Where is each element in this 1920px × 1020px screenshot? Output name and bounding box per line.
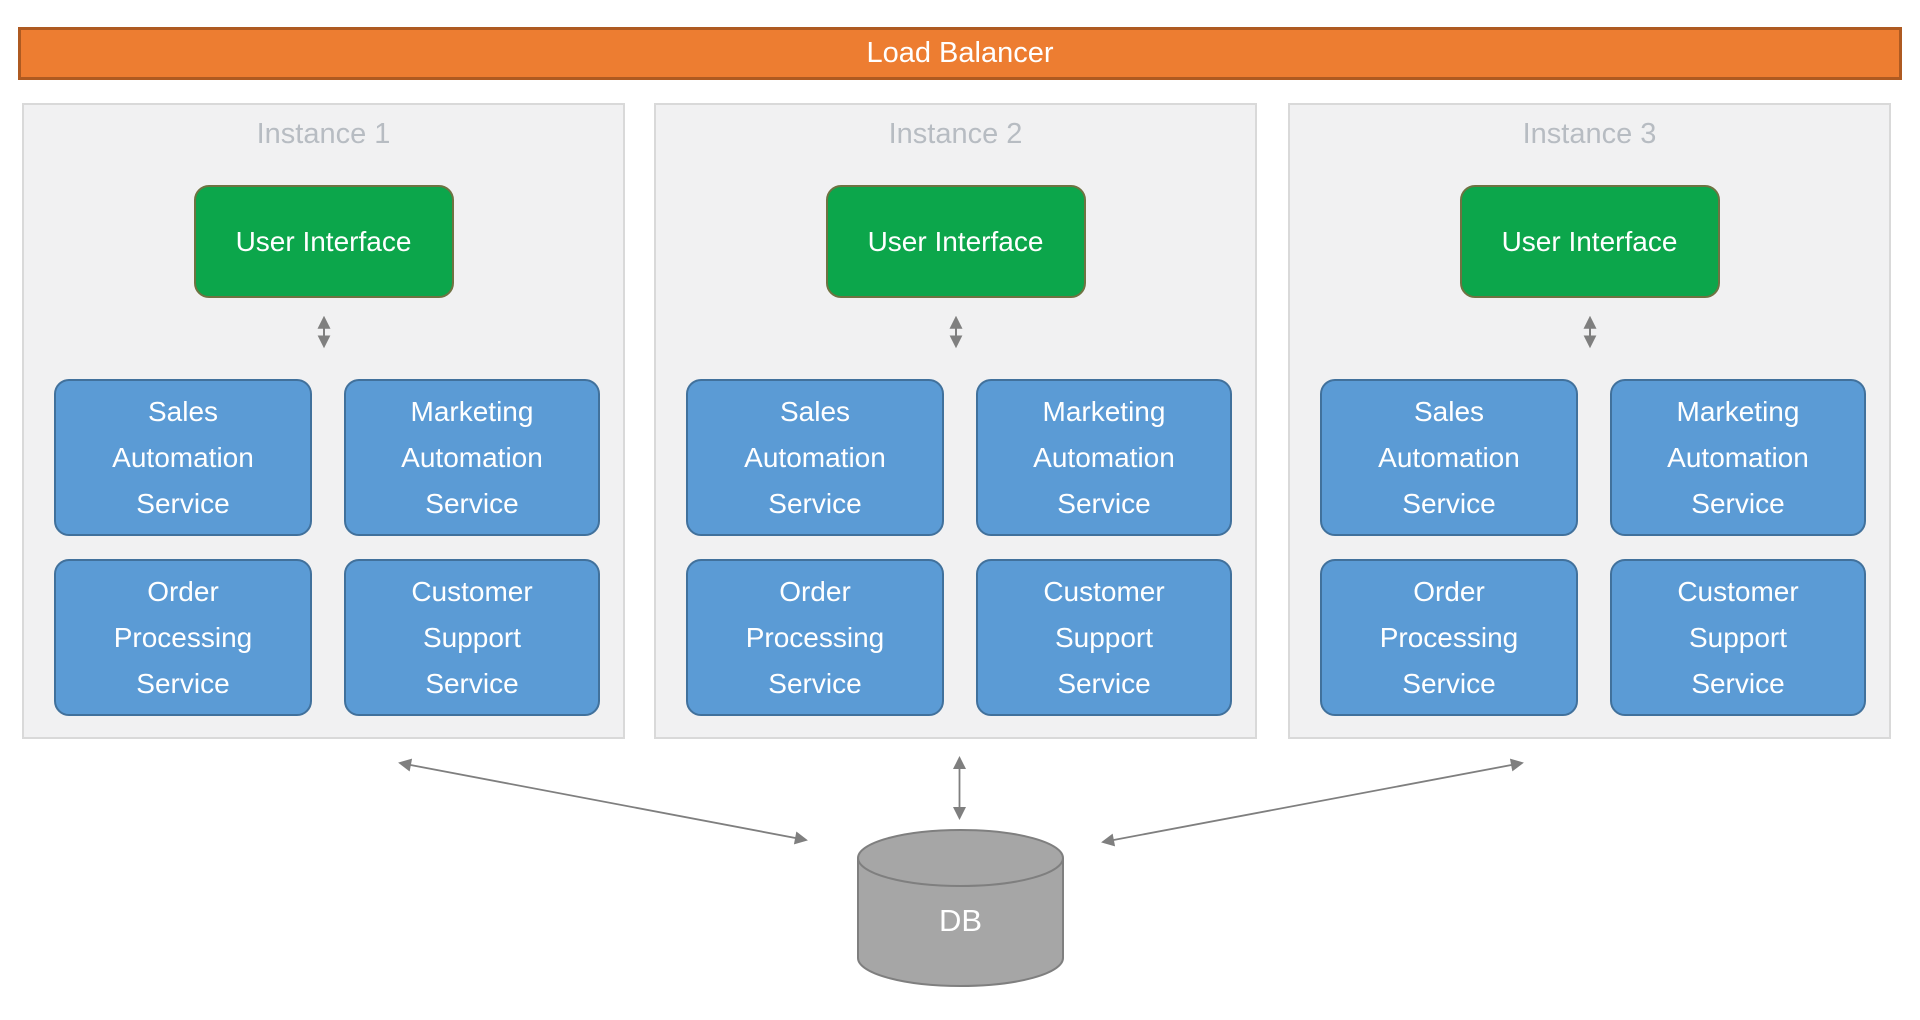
instance-2-service-box-customer: Customer Support Service [976, 559, 1232, 716]
load-balancer-box: Load Balancer [18, 27, 1902, 80]
instance-2-service-box-sales: Sales Automation Service [686, 379, 944, 536]
instance-2-service-box-marketing: Marketing Automation Service [976, 379, 1232, 536]
instance-2-title: Instance 2 [888, 118, 1023, 150]
db-connections-layer [398, 756, 1524, 987]
db-cylinder-body [857, 858, 1064, 987]
instance-3-user-interface-box: User Interface [1459, 185, 1720, 298]
instance-1-service-box-sales: Sales Automation Service [54, 379, 312, 536]
db-label: DB [938, 903, 983, 938]
instance-3-service-box-customer: Customer Support Service [1610, 559, 1866, 716]
instance-1-service-box-marketing: Marketing Automation Service [344, 379, 600, 536]
bidirectional-arrow-icon [1583, 315, 1596, 349]
instance-2-service-box-order: Order Processing Service [686, 559, 944, 716]
instance-1-title: Instance 1 [256, 118, 391, 150]
db-cylinder-top [857, 829, 1064, 887]
instance-panel-1: Instance 1 User Interface Sales Automati… [22, 103, 625, 739]
instance-3-db-arrow [1101, 758, 1524, 847]
instance-1-db-arrow [398, 758, 808, 845]
instance-panel-3: Instance 3 User Interface Sales Automati… [1288, 103, 1891, 739]
instance-3-title: Instance 3 [1522, 118, 1657, 150]
instance-1-service-box-customer: Customer Support Service [344, 559, 600, 716]
bidirectional-arrow-icon [317, 315, 330, 349]
instance-3-service-box-marketing: Marketing Automation Service [1610, 379, 1866, 536]
instance-3-service-box-sales: Sales Automation Service [1320, 379, 1578, 536]
instance-2-user-interface-box: User Interface [825, 185, 1086, 298]
instance-1-user-interface-box: User Interface [193, 185, 454, 298]
instance-1-service-box-order: Order Processing Service [54, 559, 312, 716]
bidirectional-arrow-icon [949, 315, 962, 349]
instance-3-service-box-order: Order Processing Service [1320, 559, 1578, 716]
instance-panel-2: Instance 2 User Interface Sales Automati… [654, 103, 1257, 739]
